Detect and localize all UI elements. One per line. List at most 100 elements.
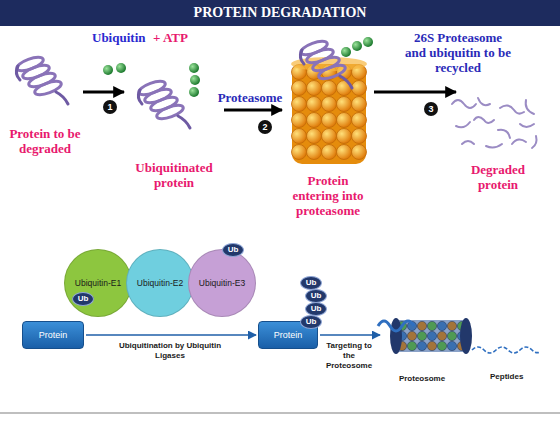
reagent-label: Ubiquitin: [92, 30, 145, 45]
illustration-part: [437, 341, 446, 350]
illustration-part: [407, 341, 416, 350]
protein-coil: [15, 55, 68, 104]
node-text: Ubiquitin-E2: [137, 278, 183, 288]
enzyme-circle: Ubiquitin-E1: [64, 249, 132, 317]
edge-label: Ubiquitination by Ubiquitin Ligases: [118, 341, 222, 361]
stage-figure: Protein entering into proteasome: [284, 45, 372, 218]
peptide-fragments: [452, 98, 537, 148]
illustration-part: [322, 113, 337, 128]
stage-caption: Ubiquitinated protein: [126, 160, 222, 190]
illustration-part: [363, 37, 373, 47]
node-text: Protein: [39, 330, 68, 340]
illustration-part: [417, 331, 426, 340]
illustration-part: [407, 331, 416, 340]
illustration-part: [352, 97, 367, 112]
protein-coil: [299, 39, 352, 88]
illustration-part: [322, 129, 337, 144]
illustration-part: [292, 129, 307, 144]
illustration-part: [292, 113, 307, 128]
node-text: Ub: [78, 295, 89, 303]
peptide-chain: [472, 347, 540, 353]
enzyme-circle: Ubiquitin-E2: [126, 249, 194, 317]
peptide-fragment: [462, 141, 474, 144]
illustration-part: [352, 113, 367, 128]
edge-label: Targeting to the Proteosome: [320, 341, 378, 371]
illustration-part: [322, 97, 337, 112]
illustration-part: [292, 97, 307, 112]
footer-rule: [0, 412, 560, 414]
title-band: PROTEIN DEGRADATION: [0, 0, 560, 26]
peptide-fragment: [500, 105, 524, 113]
part-label: Peptides: [490, 372, 523, 382]
connector-layer: [83, 92, 456, 335]
flow-arrow: [374, 91, 456, 94]
ubiquitin-tag: Ub: [300, 315, 322, 329]
peptide-fragment: [526, 100, 534, 114]
ubiquitin-balls: [103, 63, 126, 75]
stage-caption: Protein entering into proteasome: [284, 173, 372, 218]
ubiquitin-tag: Ub: [305, 289, 327, 303]
stage-caption: Degraded protein: [458, 162, 538, 192]
peptide-fragment: [474, 117, 494, 123]
illustration-part: [189, 87, 199, 97]
node-text: Ubiquitin-E1: [75, 278, 121, 288]
illustration-part: [307, 129, 322, 144]
ubiquitin-tag: Ub: [72, 292, 94, 306]
flow-arrow: [224, 109, 282, 112]
illustration-part: [307, 145, 322, 160]
illustration-part: [322, 145, 337, 160]
peptide-fragment: [486, 144, 502, 148]
stage-caption: Protein to be degraded: [9, 126, 81, 156]
node-text: Ub: [306, 279, 317, 287]
illustration-part: [337, 129, 352, 144]
flow-arrow: [320, 334, 380, 336]
illustration-part: [396, 320, 466, 352]
protein-box: Protein: [22, 321, 84, 349]
illustration-part: [337, 145, 352, 160]
flow-arrow: [83, 91, 124, 94]
ubiquitin-chain: [189, 63, 200, 97]
illustration-part: [103, 65, 113, 75]
flow-arrow: [86, 334, 256, 336]
illustration-part: [307, 81, 322, 96]
ubiquitin-tag: Ub: [305, 302, 327, 316]
illustration-part: [322, 81, 337, 96]
illustration-part: [352, 41, 362, 51]
illustration-part: [427, 331, 436, 340]
edge-label: 26S Proteasome and ubiquitin to be recyc…: [404, 30, 512, 75]
peptide-fragment: [520, 124, 534, 127]
illustration-part: [447, 321, 456, 330]
illustration-part: [390, 318, 402, 354]
illustration-part: [437, 321, 446, 330]
stage-caption: Proteosome: [382, 374, 462, 384]
node-text: Protein: [274, 330, 303, 340]
peptide-fragment: [512, 139, 526, 144]
callout-number: 2: [258, 120, 272, 134]
stage-figure: Protein to be degraded: [9, 48, 81, 156]
node-text: Ub: [311, 292, 322, 300]
ubiquitin-tag: Ub: [300, 276, 322, 290]
illustration-part: [352, 129, 367, 144]
node-text: Ub: [306, 318, 317, 326]
illustration-part: [427, 321, 436, 330]
node-text: Ubiquitin-E3: [199, 278, 245, 288]
illustration-part: [292, 81, 307, 96]
illustration-part: [190, 75, 200, 85]
edge-label: Proteasome: [212, 90, 288, 105]
illustration-part: [460, 318, 472, 354]
callout-number: 1: [103, 100, 117, 114]
illustration-part: [189, 63, 199, 73]
peptide-fragment: [452, 100, 476, 108]
peptide-fragment: [478, 98, 490, 105]
illustration-part: [341, 47, 351, 57]
illustration-part: [337, 113, 352, 128]
illustration-part: [417, 341, 426, 350]
illustration-part: [427, 341, 436, 350]
peptide-fragment: [498, 130, 510, 138]
peptide-fragment: [456, 122, 470, 127]
stage-figure: Ubiquitinated protein: [126, 48, 222, 190]
illustration-part: [337, 97, 352, 112]
illustration-part: [447, 341, 456, 350]
illustration-part: [352, 81, 367, 96]
